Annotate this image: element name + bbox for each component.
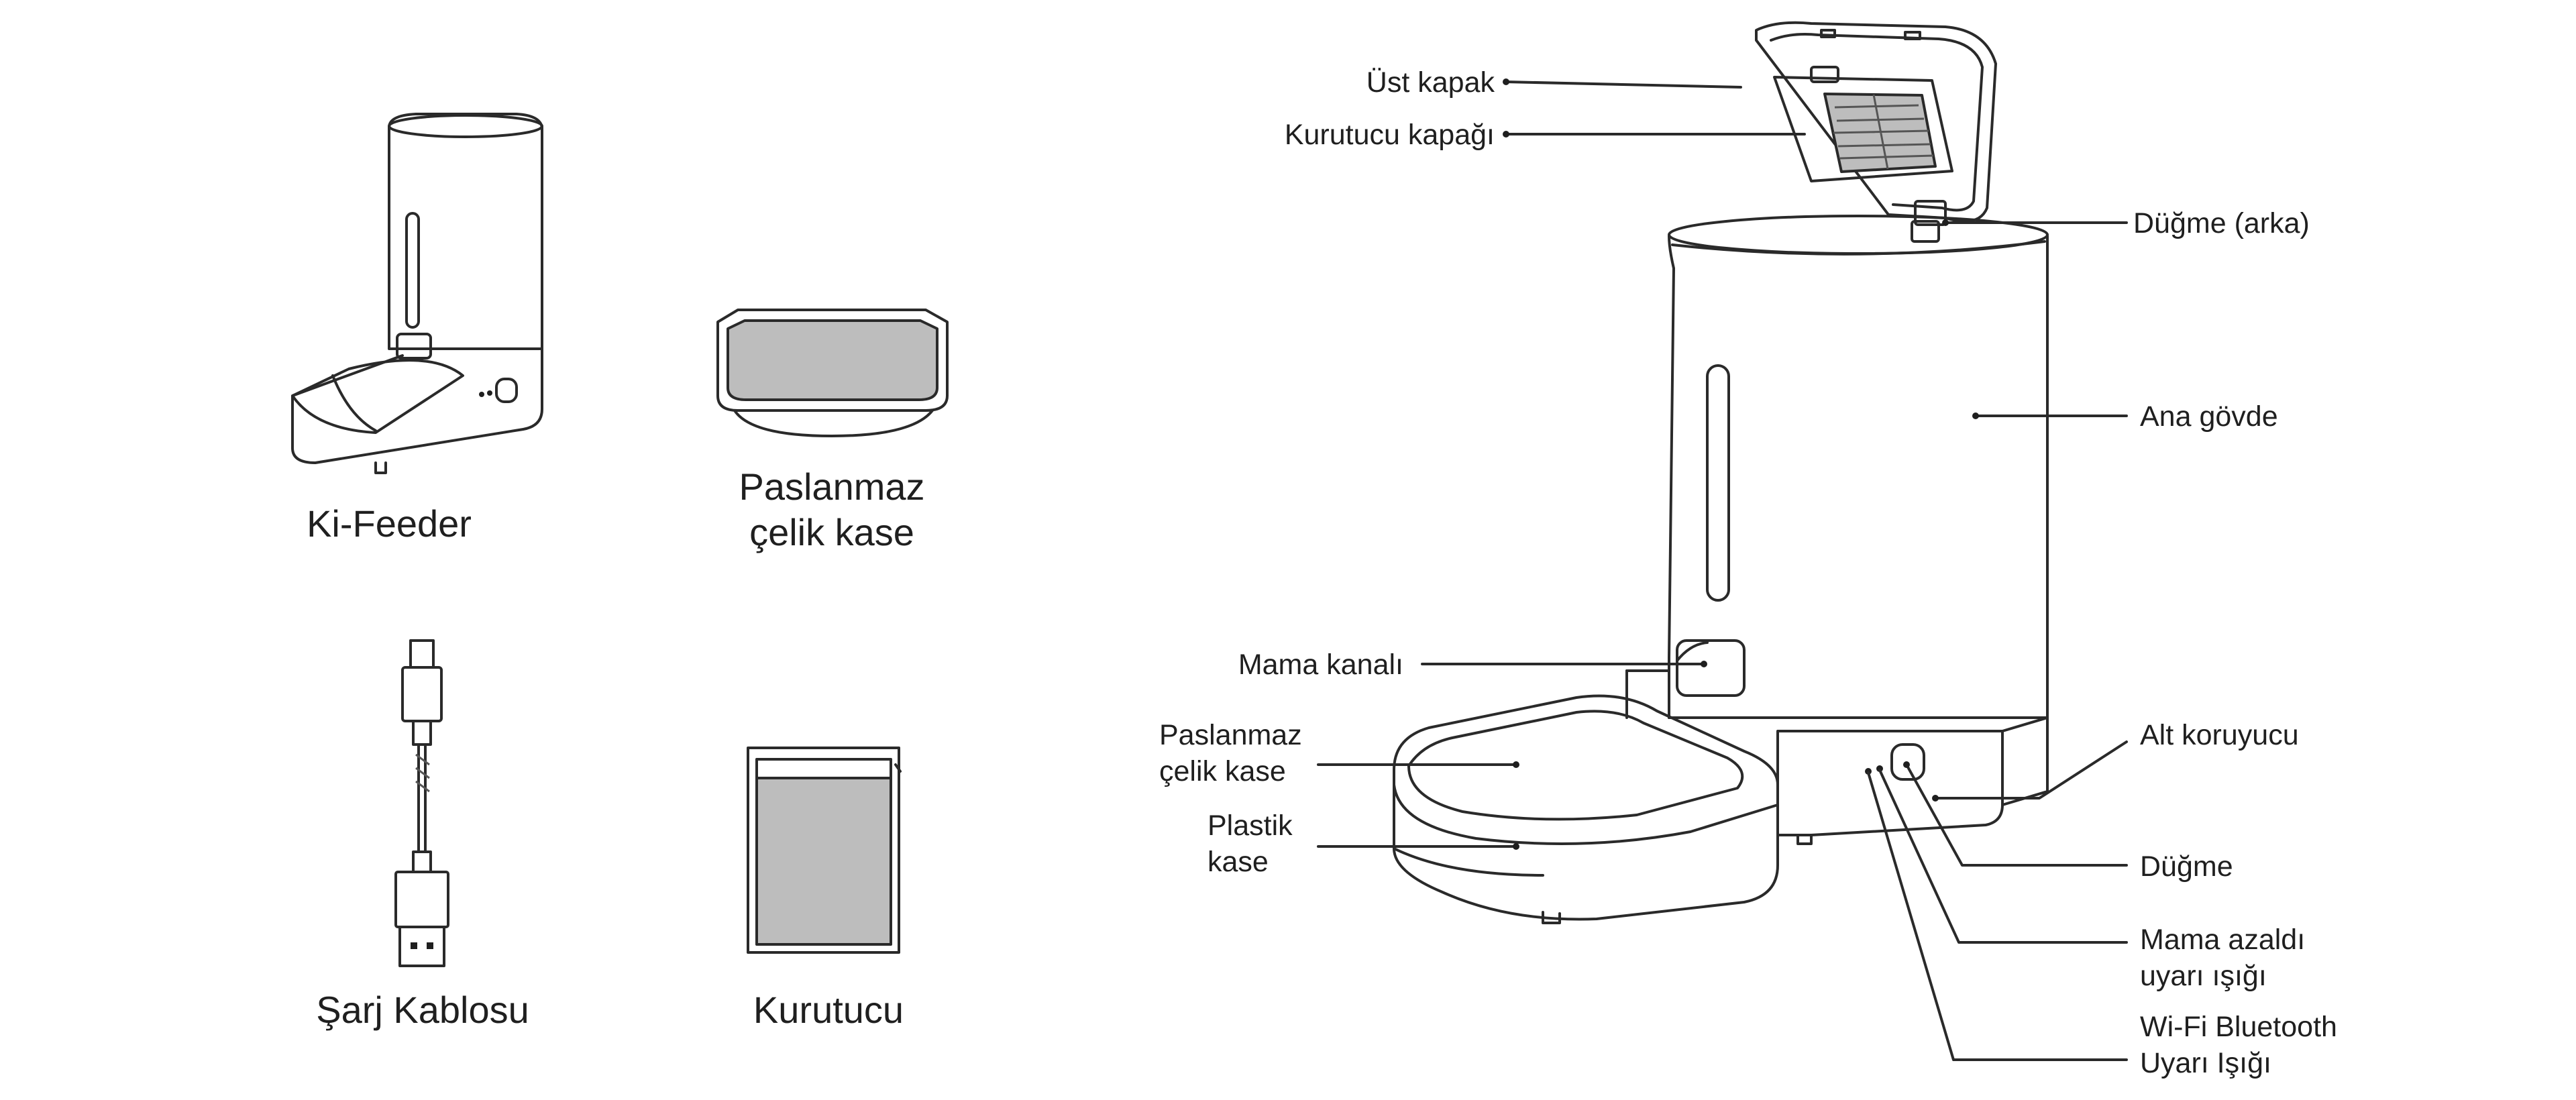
steel-bowl-illustration xyxy=(716,309,949,437)
label-food-chute: Mama kanalı xyxy=(1238,649,1403,681)
label-line: Alt koruyucu xyxy=(2140,719,2299,751)
label-line: Uyarı Işığı xyxy=(2140,1047,2271,1079)
feeder-illustration xyxy=(291,113,543,474)
feeder-label: Ki-Feeder xyxy=(307,502,472,545)
label-line: Paslanmaz xyxy=(739,465,924,508)
label-line: Düğme xyxy=(2140,850,2233,883)
label-steel-bowl: Paslanmaz çelik kase xyxy=(1159,719,1302,787)
desiccant-illustration xyxy=(747,747,902,954)
label-line: Plastik xyxy=(1208,810,1293,842)
label-line: Kurutucu kapağı xyxy=(1285,119,1495,151)
label-line: Düğme (arka) xyxy=(2133,207,2310,239)
label-line: Ki-Feeder xyxy=(307,502,472,545)
label-desiccant-cover: Kurutucu kapağı xyxy=(1285,119,1495,151)
leader-lines xyxy=(1317,78,2128,1061)
label-line: Ana gövde xyxy=(2140,400,2278,433)
label-top-lid: Üst kapak xyxy=(1366,66,1495,99)
label-plastic-bowl: Plastik kase xyxy=(1208,810,1293,878)
label-button-back: Düğme (arka) xyxy=(2133,207,2310,239)
label-line: çelik kase xyxy=(749,511,914,553)
label-line: kase xyxy=(1208,846,1269,878)
cable-illustration xyxy=(394,639,449,967)
label-line: Kurutucu xyxy=(753,989,904,1031)
label-line: uyarı ışığı xyxy=(2140,960,2267,992)
large-feeder-illustration xyxy=(1393,21,2049,924)
label-line: Mama kanalı xyxy=(1238,649,1403,681)
label-line: Üst kapak xyxy=(1366,66,1495,99)
label-line: Wi-Fi Bluetooth xyxy=(2140,1011,2337,1043)
label-button: Düğme xyxy=(2140,850,2233,883)
label-line: çelik kase xyxy=(1159,755,1286,787)
label-low-food-light: Mama azaldı uyarı ışığı xyxy=(2140,924,2305,992)
cable-label: Şarj Kablosu xyxy=(316,989,529,1031)
label-bottom-guard: Alt koruyucu xyxy=(2140,719,2299,751)
label-line: Mama azaldı xyxy=(2140,924,2305,956)
label-line: Paslanmaz xyxy=(1159,719,1302,751)
label-main-body: Ana gövde xyxy=(2140,400,2278,433)
label-line: Şarj Kablosu xyxy=(316,989,529,1031)
desiccant-label: Kurutucu xyxy=(753,989,904,1031)
